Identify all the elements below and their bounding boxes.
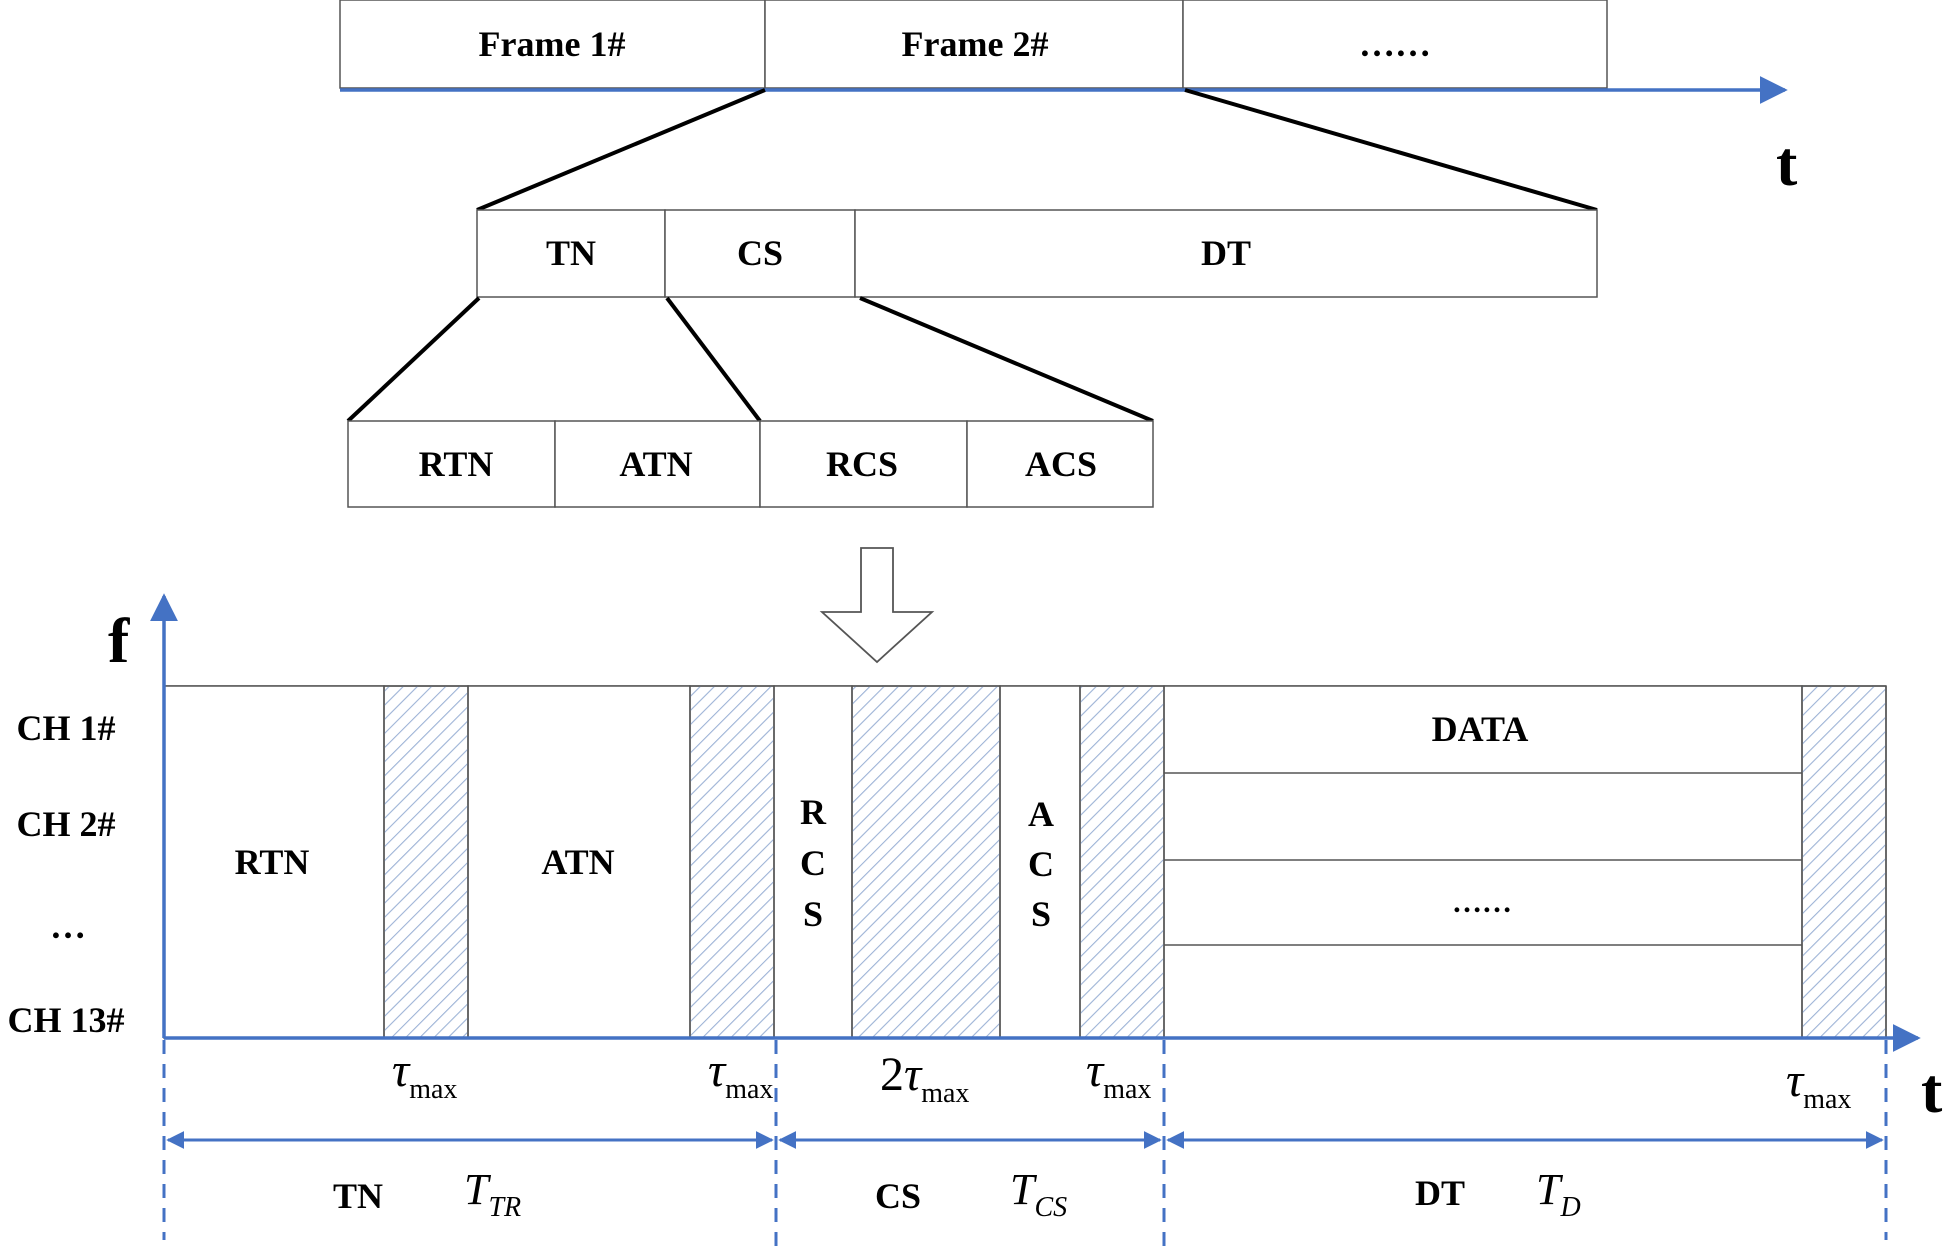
sub-rtn-label: RTN <box>419 444 494 484</box>
guard-interval <box>1801 685 1887 1039</box>
time-frequency-chart: RTN ATN R C S A C S DATA …… f t CH 1# CH… <box>8 593 1943 1256</box>
block-atn <box>467 685 691 1039</box>
channel-label: CH 13# <box>8 1000 125 1040</box>
channel-label: CH 2# <box>17 804 116 844</box>
zoom-line <box>346 296 481 423</box>
sub-atn-box <box>554 420 761 508</box>
zoom-line <box>665 296 762 423</box>
cs-period-name: CS <box>875 1176 921 1216</box>
guard-interval <box>383 685 469 1039</box>
guard-label: τmax <box>1786 1054 1851 1115</box>
block-acs-letter: S <box>1031 894 1051 934</box>
field-cs-label: CS <box>737 233 783 273</box>
block-data-more: …… <box>1452 886 1512 919</box>
block-atn-label: ATN <box>541 842 614 882</box>
guard-interval <box>851 685 1001 1039</box>
zoom-line <box>1184 88 1598 212</box>
channel-label: … <box>50 906 86 946</box>
block-rcs <box>773 685 853 1039</box>
guard-label: τmax <box>708 1044 773 1105</box>
block-data-label: DATA <box>1432 709 1529 749</box>
frame-2-box <box>764 0 1184 89</box>
sub-rcs-box <box>759 420 968 508</box>
frame-more-box <box>1182 0 1608 89</box>
block-rtn-label: RTN <box>235 842 310 882</box>
dt-period-name: DT <box>1415 1173 1465 1213</box>
guard-interval <box>1079 685 1165 1039</box>
tn-period-symbol: TTR <box>464 1165 521 1223</box>
block-acs-letter: C <box>1028 844 1054 884</box>
block-data <box>1163 685 1803 1039</box>
field-dt-label: DT <box>1201 233 1251 273</box>
guard-label: τmax <box>1086 1044 1151 1105</box>
guard-label: 2τmax <box>880 1048 969 1109</box>
sub-rcs-label: RCS <box>826 444 898 484</box>
block-rcs-letter: S <box>803 894 823 934</box>
down-arrow-icon <box>819 547 935 664</box>
dt-period-symbol: TD <box>1536 1165 1581 1223</box>
field-tn-box <box>476 209 666 298</box>
frame-1-box <box>339 0 766 89</box>
field-dt-box <box>854 209 1598 298</box>
sub-atn-label: ATN <box>619 444 692 484</box>
top-time-axis-label: t <box>1776 128 1798 199</box>
cs-period-symbol: TCS <box>1010 1165 1067 1223</box>
frequency-axis-label: f <box>108 605 130 676</box>
sub-rtn-box <box>347 420 556 508</box>
guard-label: τmax <box>392 1044 457 1105</box>
sub-acs-label: ACS <box>1025 444 1097 484</box>
sub-acs-box <box>966 420 1154 508</box>
guard-interval <box>689 685 775 1039</box>
frame-more-label: …… <box>1359 24 1431 64</box>
frame-row: Frame 1# Frame 2# …… t <box>339 0 1798 199</box>
tn-period-name: TN <box>333 1176 383 1216</box>
frame-1-label: Frame 1# <box>479 24 626 64</box>
zoom-line <box>476 88 766 212</box>
frame-fields-row: TN CS DT <box>476 209 1598 298</box>
time-axis-label: t <box>1921 1055 1943 1126</box>
block-acs <box>999 685 1081 1039</box>
block-rcs-letter: R <box>800 792 827 832</box>
field-tn-label: TN <box>546 233 596 273</box>
block-rtn <box>163 685 385 1039</box>
channel-label: CH 1# <box>17 708 116 748</box>
block-rcs-letter: C <box>800 843 826 883</box>
zoom-line <box>859 296 1154 423</box>
field-cs-box <box>664 209 856 298</box>
frame-2-label: Frame 2# <box>902 24 1049 64</box>
sub-fields-row: RTN ATN RCS ACS <box>347 420 1154 508</box>
block-acs-letter: A <box>1028 794 1054 834</box>
